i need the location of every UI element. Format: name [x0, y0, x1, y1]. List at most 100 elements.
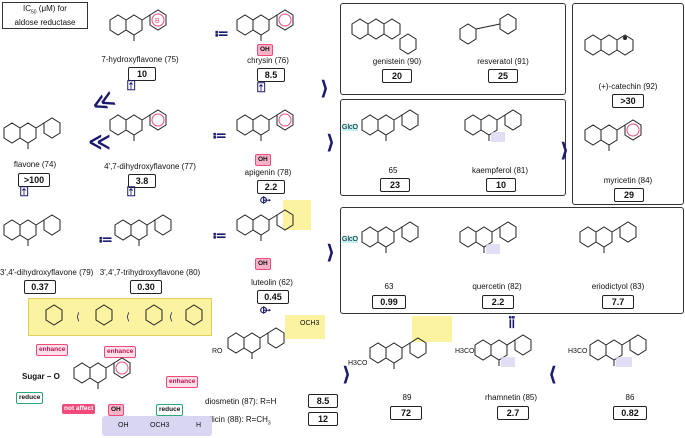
structure-genistein [351, 18, 417, 55]
up-arc-1: ⍐ [127, 78, 136, 94]
structure-diosmetin [227, 327, 285, 360]
chrysin-oh-tag: OH [257, 44, 273, 56]
less-than-symbol-2: ≪ [88, 130, 112, 155]
compound-value-76: 8.5 [257, 68, 285, 82]
greater-than-symbol-4: ⟩ [560, 138, 570, 162]
c3-h-label: H [196, 422, 202, 429]
compound-value-74: >100 [18, 173, 50, 187]
compound-name-87: diosmetin (87): R=H [205, 397, 277, 406]
compound-value-84: 29 [614, 188, 644, 202]
compound-name-79: 3',4'-dihydroxyflavone (79) [0, 268, 94, 277]
ring-b-label: B [155, 18, 160, 25]
header-box: IC50 (μM) for aldose reductase [2, 2, 88, 29]
compound-value-82: 2.2 [482, 295, 514, 309]
structure-86 [589, 334, 647, 367]
compound-name-82: quercetin (82) [472, 282, 522, 291]
sar-core-structure [73, 357, 131, 390]
compound-name-74: flavone (74) [13, 160, 57, 169]
reduce-tag-2: reduce [156, 404, 184, 416]
down-arc-1: ⌱ [260, 192, 271, 208]
group-box-catechin [572, 3, 684, 205]
h3co-label-89: H3CO [348, 360, 368, 367]
structure-3-4-7-trihydroxyflavone [114, 214, 172, 247]
compound-value-79: 0.37 [24, 280, 56, 294]
compound-name-88-text: pilicin (88): R=CH [205, 415, 268, 424]
compound-value-63: 0.99 [372, 295, 406, 309]
structure-7-hydroxyflavone: B [109, 9, 167, 42]
c3-och3-label: OCH3 [150, 422, 170, 429]
enhance-tag-2: enhance [104, 346, 137, 358]
h3co-label-85: H3CO [455, 348, 475, 355]
up-arc-2: ⍐ [127, 184, 136, 200]
b-ring-sar-bar [28, 298, 212, 336]
diosmetin-b-highlight [285, 315, 325, 339]
compound-value-92: >30 [612, 94, 644, 108]
compound-value-86: 0.82 [613, 406, 647, 420]
group-box-isoflavones [340, 3, 566, 95]
down-arc-2: ⌱ [260, 302, 271, 318]
compound-name-78: apigenin (78) [244, 168, 292, 177]
greater-than-symbol-5: ⟩ [342, 362, 352, 386]
compound-name-90: genistein (90) [372, 57, 422, 66]
enhance-tag-1: enhance [36, 344, 69, 356]
c3-substituent-strip [102, 416, 212, 436]
approx-symbol-2: ≔ [212, 128, 227, 144]
greater-than-symbol-3: ⟩ [326, 240, 336, 264]
luteolin-b-highlight [283, 200, 311, 230]
structure-kaempferol [464, 109, 522, 142]
compound-name-84: myricetin (84) [603, 176, 653, 185]
structure-apigenin [236, 109, 294, 142]
diosmetin-och3-label: OCH3 [300, 320, 320, 327]
structure-65 [361, 109, 419, 142]
structure-rhamnetin [474, 334, 532, 367]
header-title-sub: 50 [31, 9, 37, 16]
structure-catechin [584, 34, 634, 56]
compound-value-78: 2.2 [257, 180, 285, 194]
structure-4-7-dihydroxyflavone [109, 109, 167, 142]
approx-symbol-1: ≔ [214, 26, 229, 42]
compound-name-89: 89 [402, 393, 412, 402]
group-box-quercetin [340, 207, 684, 314]
compound-name-86: 86 [625, 393, 635, 402]
header-title-rest: (μM) for [36, 4, 67, 13]
compound-name-88-sub: 3 [267, 420, 271, 427]
compound-value-89: 72 [390, 406, 422, 420]
structure-chrysin [236, 9, 294, 42]
not-affect-tag: not affect [62, 404, 96, 414]
compound-name-77: 4',7-dihydroxyflavone (77) [104, 162, 196, 171]
greater-than-symbol-2: ⟩ [326, 130, 336, 154]
compound-value-87: 8.5 [308, 394, 338, 408]
structure-63 [361, 221, 419, 254]
compound-name-85: rhamnetin (85) [484, 393, 538, 402]
compound-value-91: 25 [488, 69, 518, 83]
structure-luteolin [236, 209, 294, 242]
structure-89 [369, 337, 427, 370]
svg-text:⟨: ⟨ [76, 312, 80, 323]
b-ring-sar-structures: ⟨ ⟨ ⟨ [45, 304, 203, 326]
diosmetin-ro-label: RO [212, 348, 223, 355]
compound-value-77: 3.8 [128, 174, 156, 188]
compound-name-80: 3',4',7-trihydroxyflavone (80) [99, 268, 201, 277]
compound-name-65: 65 [388, 166, 398, 175]
header-title-line1: IC [23, 4, 32, 13]
compound-name-92: (+)-catechin (92) [598, 82, 658, 91]
compound-value-88: 12 [308, 412, 338, 426]
structure-eriodictyol [579, 221, 637, 254]
less-than-symbol-3: ⟨ [548, 362, 558, 386]
sugar-label: Sugar – O [22, 372, 60, 381]
up-arc-3: ⍐ [257, 80, 266, 96]
luteolin-oh-tag: OH [255, 258, 271, 270]
compound-value-81: 10 [486, 178, 516, 192]
compound-name-81: kaempferol (81) [471, 166, 529, 175]
glco-label-65: GlcO [342, 124, 358, 131]
compound-name-62: luteolin (62) [251, 278, 293, 287]
greater-than-symbol-1: ⟩ [320, 76, 330, 100]
h3co-label-86: H3CO [568, 348, 588, 355]
svg-text:⟨: ⟨ [169, 312, 173, 323]
structure-myricetin [584, 119, 642, 152]
compound-89-b-highlight [412, 316, 452, 342]
approx-symbol-3: ≔ [98, 232, 113, 248]
compound-value-65: 23 [380, 178, 410, 192]
group-box-kaempferol [340, 99, 566, 196]
approx-symbol-5: ≔ [503, 314, 520, 330]
